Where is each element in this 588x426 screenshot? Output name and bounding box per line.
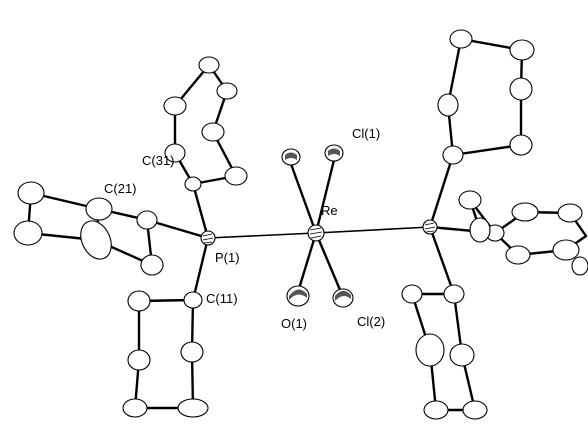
label-p1: P(1): [215, 250, 240, 265]
label-cl2: Cl(2): [357, 314, 385, 329]
atom-labels: Re Cl(1) Cl(2) O(1) P(1) C(11) C(21) C(3…: [104, 126, 385, 331]
ligand-atoms: [281, 144, 354, 308]
phosphorus-atoms: [200, 219, 438, 246]
label-c11: C(11): [206, 291, 238, 306]
label-c31: C(31): [142, 153, 175, 168]
bond-re-o1: [296, 231, 318, 294]
bond-re-cl1: [314, 158, 336, 235]
label-cl1: Cl(1): [352, 126, 380, 141]
rhenium-atom: [307, 224, 325, 242]
bond-re-p2: [315, 226, 431, 234]
bond-re-cl2: [314, 231, 345, 299]
bond-re-o-top: [289, 162, 318, 235]
main-bonds: [207, 158, 431, 299]
bond-p1-re: [207, 232, 317, 239]
label-c21: C(21): [104, 181, 137, 196]
carbon-atoms: [13, 29, 588, 420]
label-re: Re: [321, 203, 338, 218]
label-o1: O(1): [281, 316, 307, 331]
